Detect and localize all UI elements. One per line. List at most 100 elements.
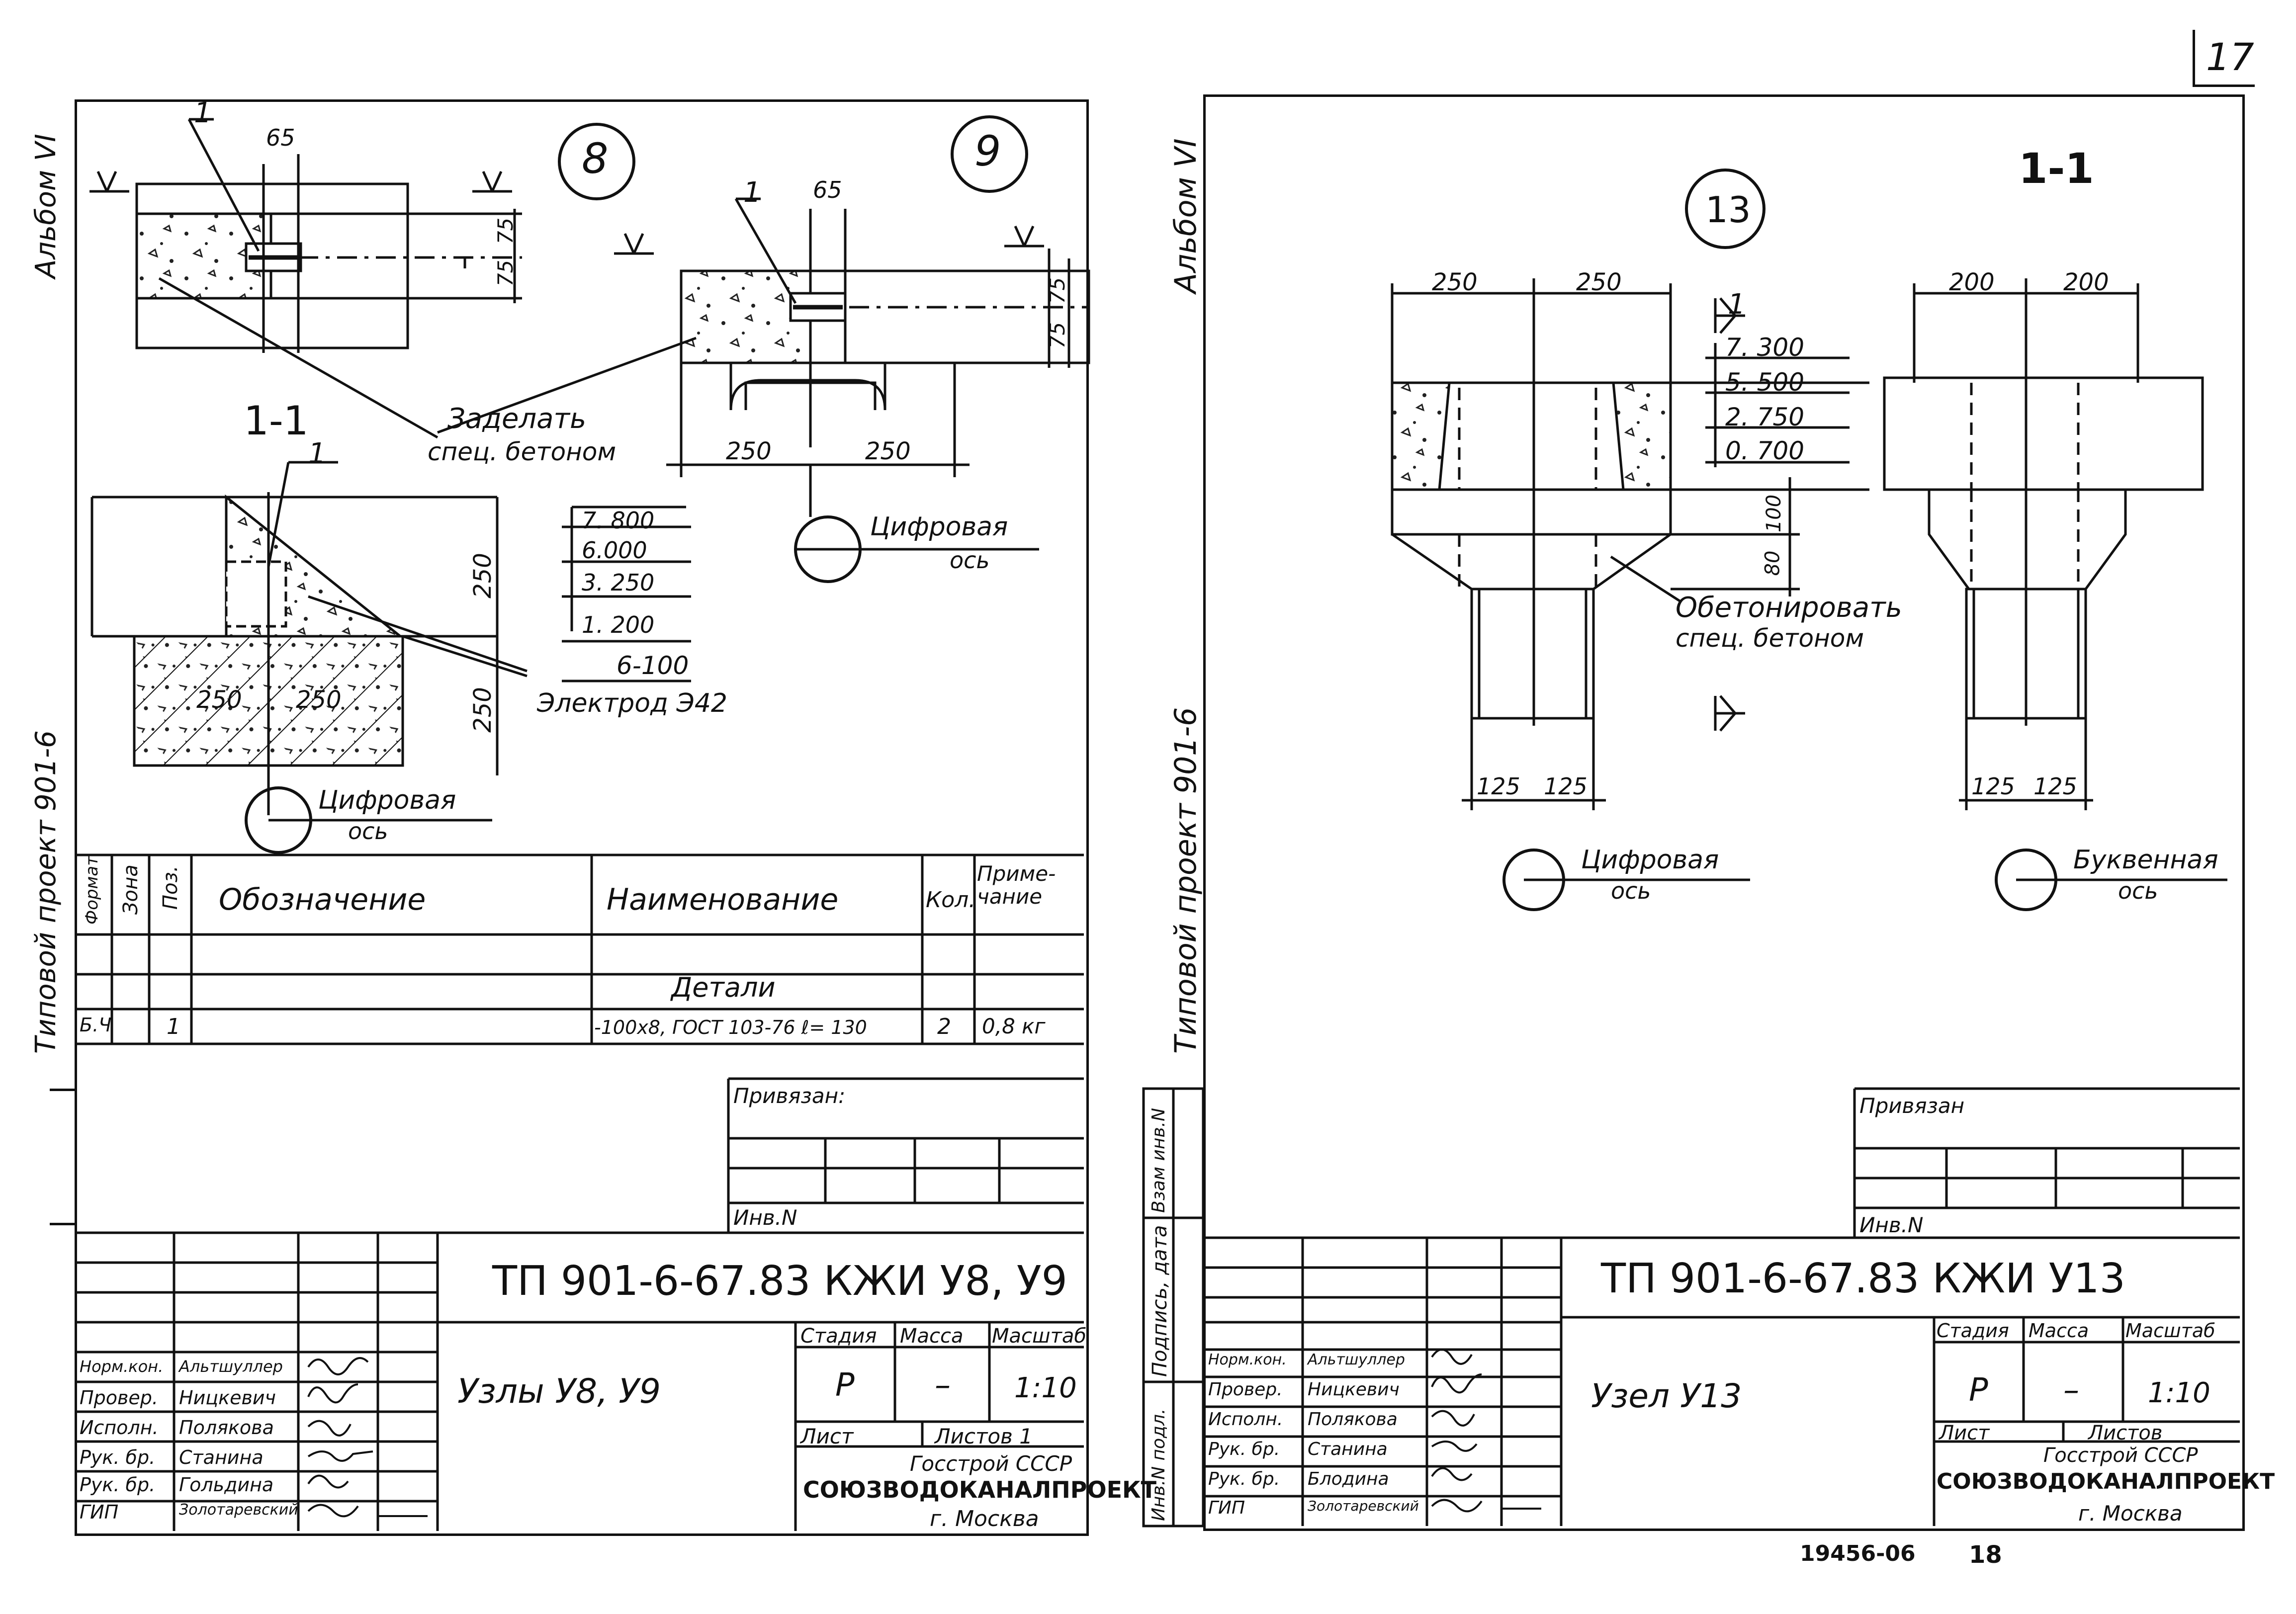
scale-right: 1:10 xyxy=(2148,1377,2210,1409)
elev-1200: 1. 200 xyxy=(582,611,655,638)
node9-dim-65: 65 xyxy=(813,176,842,203)
signer-role-l5: ГИП xyxy=(80,1501,119,1523)
right-sheet-frame xyxy=(1203,94,2245,1531)
spec-row-note: 0,8 кг xyxy=(982,1014,1046,1038)
signer-name-l3: Станина xyxy=(179,1446,264,1468)
electrode-note: Электрод Э42 xyxy=(537,688,728,718)
node8-pos-1: 1 xyxy=(194,97,212,129)
privyazan-left: Привязан: xyxy=(733,1084,846,1108)
inv-right: Инв.N xyxy=(1859,1213,1924,1237)
signer-role-r2: Исполн. xyxy=(1208,1409,1283,1430)
page-number-box: 17 xyxy=(2193,30,2255,87)
mass-right: – xyxy=(2063,1372,2079,1409)
node9-label: 9 xyxy=(974,127,1001,175)
spec-section-details: Детали xyxy=(671,972,776,1003)
spec-hdr-qty: Кол. xyxy=(926,887,976,913)
elev-3250: 3. 250 xyxy=(582,569,655,596)
r-axis-letter-1: Буквенная xyxy=(2073,845,2218,875)
page-number: 17 xyxy=(2206,35,2254,79)
stage-hdr-right: Стадия xyxy=(1937,1320,2009,1342)
signer-name-l0: Альтшуллер xyxy=(179,1357,283,1376)
signer-role-l4: Рук. бр. xyxy=(80,1474,156,1496)
signer-role-r0: Норм.кон. xyxy=(1208,1351,1287,1368)
sheets-lbl-left: Листов 1 xyxy=(935,1424,1033,1448)
scale-left: 1:10 xyxy=(1014,1372,1077,1404)
r-dim-125a: 125 xyxy=(1477,773,1520,800)
r-dim-250a: 250 xyxy=(1432,268,1478,296)
mass-hdr-left: Масса xyxy=(900,1325,964,1348)
spec-hdr-designation: Обозначение xyxy=(219,882,426,917)
node8-dim-65: 65 xyxy=(266,124,295,151)
mass-hdr-right: Масса xyxy=(2029,1320,2089,1342)
signer-name-l2: Полякова xyxy=(179,1417,274,1439)
r-dim-80: 80 xyxy=(1761,550,1784,576)
signer-name-l5: Золотаревский xyxy=(179,1501,298,1519)
node9-dim-250a: 250 xyxy=(726,437,772,465)
elev-7800: 7. 800 xyxy=(582,507,655,534)
sheet-lbl-left: Лист xyxy=(800,1424,854,1448)
left-sheet-frame xyxy=(75,99,1089,1536)
elev-6000: 6.000 xyxy=(582,537,647,564)
note-seal-1: Заделать xyxy=(447,403,587,435)
title-code-right: ТП 901-6-67.83 КЖИ У13 xyxy=(1601,1255,2125,1302)
axis-digital-8b: ось xyxy=(348,818,388,845)
section-1-1-left: 1-1 xyxy=(244,398,309,444)
org3-left: г. Москва xyxy=(930,1506,1039,1531)
weld-note: 6-100 xyxy=(617,651,689,680)
axis-digital-9a: Цифровая xyxy=(870,512,1008,542)
signer-name-r5: Золотаревский xyxy=(1308,1498,1419,1514)
r-dim-125b: 125 xyxy=(1544,773,1588,800)
spec-table-lines xyxy=(77,853,1084,1531)
r-dim-200b: 200 xyxy=(2063,268,2109,296)
r-axis-digital-2: ось xyxy=(1611,877,1651,904)
right-title-lines xyxy=(1203,1087,2240,1526)
node9-plan xyxy=(437,197,1090,517)
node13-label: 13 xyxy=(1705,189,1751,231)
signer-name-l4: Гольдина xyxy=(179,1474,274,1496)
signer-role-r4: Рук. бр. xyxy=(1208,1469,1280,1489)
signer-name-r0: Альтшуллер xyxy=(1308,1351,1405,1368)
r-elev-7300: 7. 300 xyxy=(1725,333,1805,362)
sheet-lbl-right: Лист xyxy=(1939,1422,1990,1444)
title-name-right: Узел У13 xyxy=(1591,1377,1742,1415)
spec-row-name: -100х8, ГОСТ 103-76 ℓ= 130 xyxy=(594,1017,867,1038)
bottom-page: 18 xyxy=(1969,1541,2002,1569)
signer-role-l1: Провер. xyxy=(80,1387,158,1409)
r-elev-5500: 5. 500 xyxy=(1725,368,1805,397)
stage-right: Р xyxy=(1969,1372,1988,1409)
org3-right: г. Москва xyxy=(2078,1501,2183,1526)
spec-row-format: Б.Ч xyxy=(80,1014,112,1036)
signer-name-r1: Ницкевич xyxy=(1308,1379,1400,1400)
title-code-left: ТП 901-6-67.83 КЖИ У8, У9 xyxy=(492,1258,1067,1305)
signer-role-r1: Провер. xyxy=(1208,1379,1283,1400)
signer-role-l2: Исполн. xyxy=(80,1417,159,1439)
axis-digital-8a: Цифровая xyxy=(318,785,456,815)
signer-name-r4: Блодина xyxy=(1308,1469,1389,1489)
r-pos-1: 1 xyxy=(1728,288,1746,321)
section-1-1-right: 1-1 xyxy=(2019,144,2094,193)
node9-dim-250b: 250 xyxy=(865,437,911,465)
spec-row-pos: 1 xyxy=(167,1014,180,1039)
node8-section-pos-1: 1 xyxy=(308,437,326,470)
stage-hdr-left: Стадия xyxy=(800,1325,877,1348)
r-elev-2750: 2. 750 xyxy=(1725,403,1805,431)
node13-section xyxy=(1883,278,2204,810)
org2-left: СОЮЗВОДОКАНАЛПРОЕКТ xyxy=(803,1476,1157,1503)
signer-name-r2: Полякова xyxy=(1308,1409,1398,1430)
bottom-number: 19456-06 xyxy=(1800,1541,1916,1566)
node8-plan xyxy=(89,118,522,439)
axis-digital-9b: ось xyxy=(950,547,990,574)
r-dim-100: 100 xyxy=(1763,494,1786,533)
r-dim-125d: 125 xyxy=(2033,773,2077,800)
org2-right: СОЮЗВОДОКАНАЛПРОЕКТ xyxy=(1937,1469,2275,1494)
inv-left: Инв.N xyxy=(733,1205,797,1230)
stage-left: Р xyxy=(835,1367,855,1404)
node9-pos-1: 1 xyxy=(743,176,761,209)
org1-left: Госстрой СССР xyxy=(910,1451,1072,1476)
signer-role-l3: Рук. бр. xyxy=(80,1446,156,1468)
node8-section xyxy=(90,461,691,815)
signer-role-l0: Норм.кон. xyxy=(80,1357,164,1376)
